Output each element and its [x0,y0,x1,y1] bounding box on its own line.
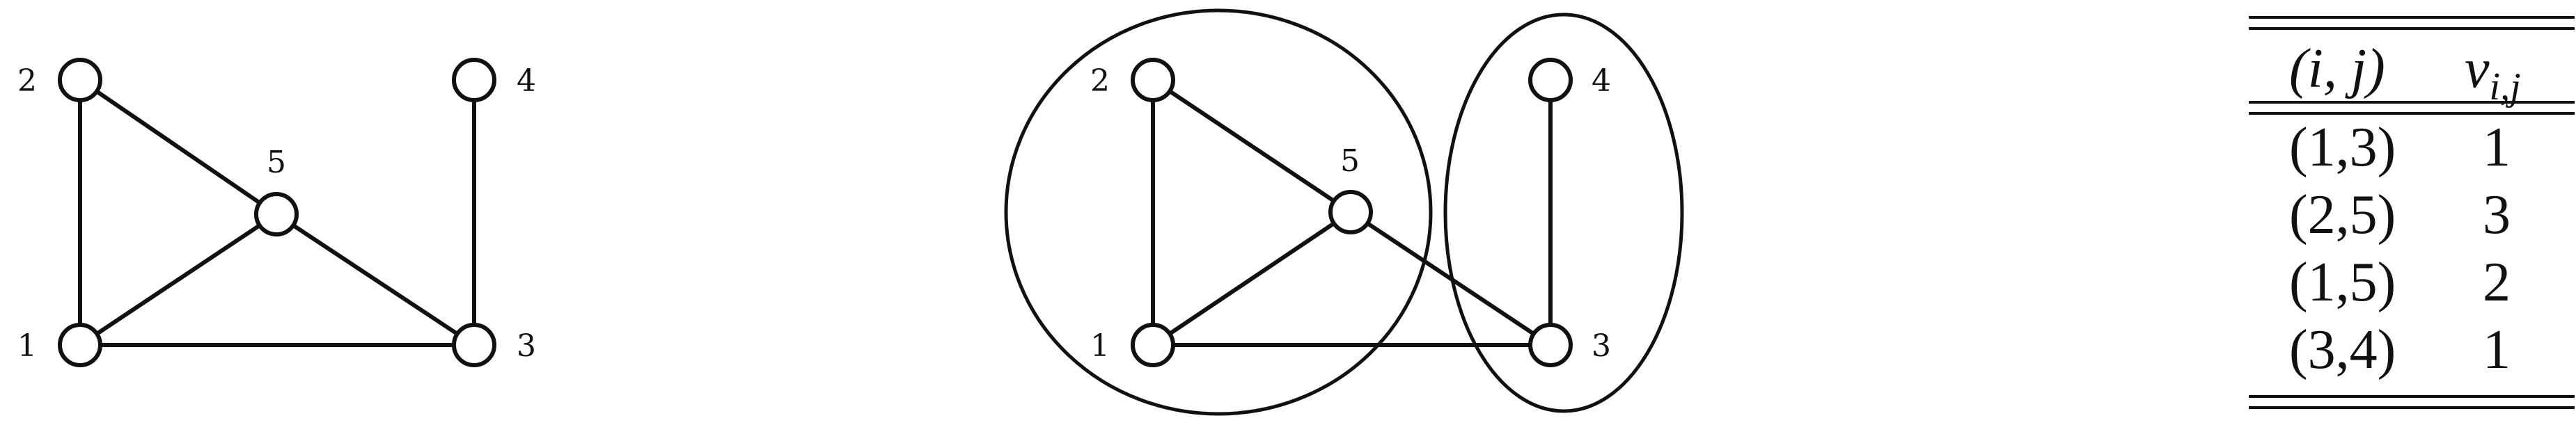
graph-panel: 2 4 5 1 3 [17,58,536,367]
cluster-3-4 [1443,13,1684,413]
table-cell-pair: (3,4) [2289,319,2396,380]
node-label-3: 3 [1592,328,1611,364]
edge-value-table: (i, j) vi,j (1,3) 1 (2,5) 3 (1,5) 2 (3,4… [2249,16,2575,409]
table-header-pair: (i, j) [2289,38,2385,99]
node-label-5: 5 [267,145,286,180]
node-label-2: 2 [1090,63,1110,99]
node-4 [1528,58,1573,102]
clustered-graph-panel: 2 4 5 1 3 [1004,8,1684,416]
table-cell-pair: (1,5) [2289,252,2396,313]
node-label-1: 1 [17,328,37,364]
node-1 [1131,323,1175,367]
node-label-3: 3 [517,328,536,364]
table-cell-value: 1 [2483,319,2511,380]
node-3 [452,323,496,367]
node-label-5: 5 [1340,143,1360,179]
node-1 [58,323,102,367]
node-label-1: 1 [1090,328,1110,364]
node-3 [1528,323,1573,367]
table-cell-value: 1 [2483,117,2511,178]
node-5 [254,192,299,236]
edge-2-5 [1152,78,1352,214]
table-cell-value: 2 [2483,252,2511,313]
node-5 [1328,190,1373,234]
edge-1-5 [79,212,278,347]
table-header-value: vi,j [2465,38,2521,109]
cluster-1-2-5 [1004,8,1433,416]
node-2 [1131,58,1175,102]
node-label-4: 4 [517,63,536,99]
table-cell-pair: (2,5) [2289,184,2396,246]
node-label-4: 4 [1592,63,1611,99]
table-cell-value: 3 [2483,184,2511,246]
edge-5-3 [275,212,476,347]
node-label-2: 2 [17,63,37,99]
edge-5-3 [1349,210,1552,347]
edge-1-5 [1152,210,1352,347]
node-2 [58,58,102,102]
table-cell-pair: (1,3) [2289,117,2396,178]
node-4 [452,58,496,102]
edge-2-5 [79,78,278,216]
